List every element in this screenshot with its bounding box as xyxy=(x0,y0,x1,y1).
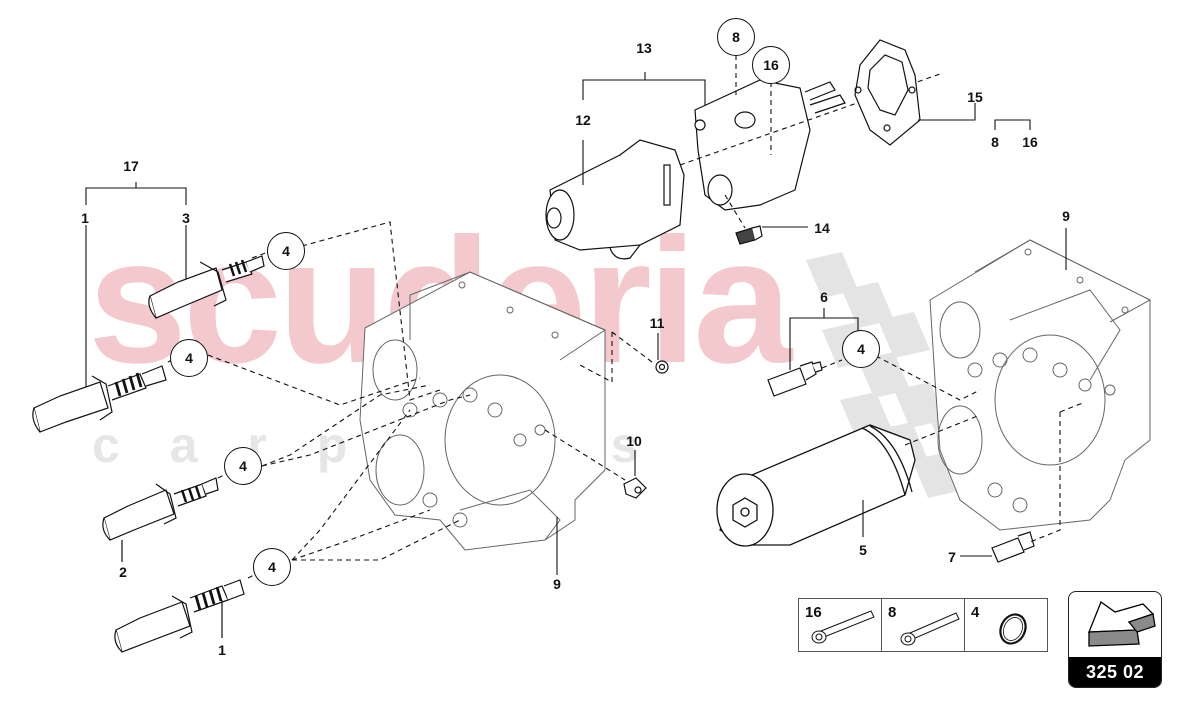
legend-item-4: 4 xyxy=(965,599,1047,651)
legend-item-16: 16 xyxy=(799,599,882,651)
label-17: 17 xyxy=(123,158,139,174)
page-code: 325 02 xyxy=(1069,657,1161,687)
callout-4-b: 4 xyxy=(170,339,208,377)
sensor-7 xyxy=(991,531,1035,563)
label-10: 10 xyxy=(626,433,642,449)
page-code-badge: 325 02 xyxy=(1068,591,1162,688)
pump-body xyxy=(694,79,846,211)
label-7: 7 xyxy=(948,549,956,565)
bracket-13 xyxy=(582,79,706,110)
bolt-icon xyxy=(900,612,960,646)
label-15: 15 xyxy=(967,89,983,105)
callout-4-d: 4 xyxy=(253,548,291,586)
label-15-sub-16: 16 xyxy=(1022,134,1038,150)
callout-4-a: 4 xyxy=(267,232,305,270)
callout-4-c: 4 xyxy=(224,447,262,485)
plug-11 xyxy=(655,360,669,374)
o-ring-icon xyxy=(999,613,1027,645)
plug-14 xyxy=(735,225,763,245)
bracket-17 xyxy=(85,187,187,205)
gasket-15 xyxy=(854,39,921,146)
label-11: 11 xyxy=(649,315,665,331)
legend-number: 16 xyxy=(805,604,822,621)
pump-motor-12 xyxy=(545,139,685,260)
label-1-top: 1 xyxy=(81,210,89,226)
long-bolt-icon xyxy=(811,610,875,644)
label-12: 12 xyxy=(575,112,591,128)
callout-4-e: 4 xyxy=(842,330,880,368)
solenoid-valve-1-lower xyxy=(114,579,245,653)
sensor-6 xyxy=(767,361,823,397)
valve-body-housing-left xyxy=(359,271,607,551)
label-6: 6 xyxy=(820,289,828,305)
solenoid-valve-1-upper xyxy=(32,365,167,433)
label-14: 14 xyxy=(814,220,830,236)
legend-number: 4 xyxy=(971,604,980,621)
solenoid-valve-2 xyxy=(102,477,219,562)
label-1-bottom: 1 xyxy=(218,642,226,658)
plug-10 xyxy=(623,477,647,499)
label-13: 13 xyxy=(636,40,652,56)
fastener-legend: 16 8 4 xyxy=(798,598,1048,652)
label-3: 3 xyxy=(182,210,190,226)
oil-filter-5 xyxy=(716,424,916,547)
legend-number: 8 xyxy=(888,604,897,621)
solenoid-valve-3 xyxy=(148,255,265,319)
callout-8: 8 xyxy=(717,18,755,56)
label-9-left: 9 xyxy=(553,576,561,592)
label-5: 5 xyxy=(859,542,867,558)
label-15-sub-8: 8 xyxy=(991,134,999,150)
callout-16: 16 xyxy=(752,46,790,84)
valve-body-housing-right xyxy=(929,239,1152,531)
label-9-right: 9 xyxy=(1062,208,1070,224)
navigation-arrow-icon xyxy=(1088,600,1156,647)
label-2: 2 xyxy=(119,564,127,580)
legend-item-8: 8 xyxy=(882,599,965,651)
